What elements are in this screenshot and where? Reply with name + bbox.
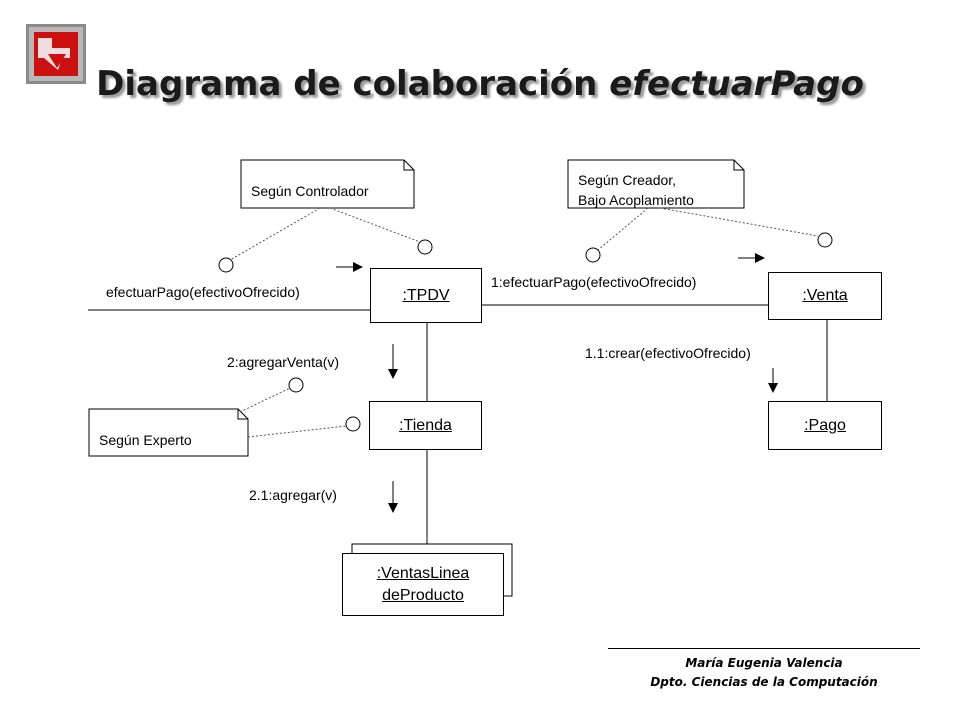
object-venta: :Venta	[768, 272, 882, 320]
message-m2: 2:agregarVenta(v)	[227, 354, 340, 370]
object-tpdv: :TPDV	[370, 268, 482, 323]
footer-divider	[608, 648, 920, 649]
anchor-circle	[817, 232, 833, 248]
object-pago: :Pago	[768, 401, 882, 450]
object-tienda: :Tienda	[369, 401, 482, 450]
footer-author: María Eugenia Valencia	[685, 656, 843, 670]
ventaslinea-line-2: deProducto	[382, 586, 464, 604]
title-main: Diagrama de colaboración	[96, 64, 598, 104]
note-shape-experto	[88, 408, 249, 457]
footer-dept: Dpto. Ciencias de la Computación	[650, 675, 878, 689]
note-shape-controlador	[240, 159, 415, 209]
anchor-circle	[345, 416, 361, 432]
anchor-circle	[288, 377, 304, 393]
page-title: Diagrama de colaboración efectuarPago	[0, 64, 960, 104]
anchor-circle	[417, 239, 433, 255]
message-m21: 2.1:agregar(v)	[249, 487, 337, 503]
ventaslinea-line-1: :VentasLinea	[376, 564, 470, 582]
message-m1: 1:efectuarPago(efectivoOfrecido)	[491, 274, 697, 290]
note-controlador: Según Controlador	[251, 183, 369, 199]
anchor-circle	[585, 247, 601, 263]
anchor-circle	[218, 257, 234, 273]
object-ventaslinea: :VentasLinea deProducto	[342, 553, 504, 616]
note-creador-line-1: Según Creador,	[578, 172, 677, 188]
note-creador: Según Creador, Bajo Acoplamiento	[578, 170, 694, 210]
message-m0: efectuarPago(efectivoOfrecido)	[106, 284, 300, 300]
title-italic: efectuarPago	[609, 64, 864, 104]
note-experto: Según Experto	[99, 432, 192, 448]
note-creador-line-2: Bajo Acoplamiento	[578, 192, 694, 208]
red-arrow-logo-icon	[26, 24, 86, 84]
note-shape-creador	[567, 159, 745, 209]
message-m11: 1.1:crear(efectivoOfrecido)	[585, 345, 751, 361]
